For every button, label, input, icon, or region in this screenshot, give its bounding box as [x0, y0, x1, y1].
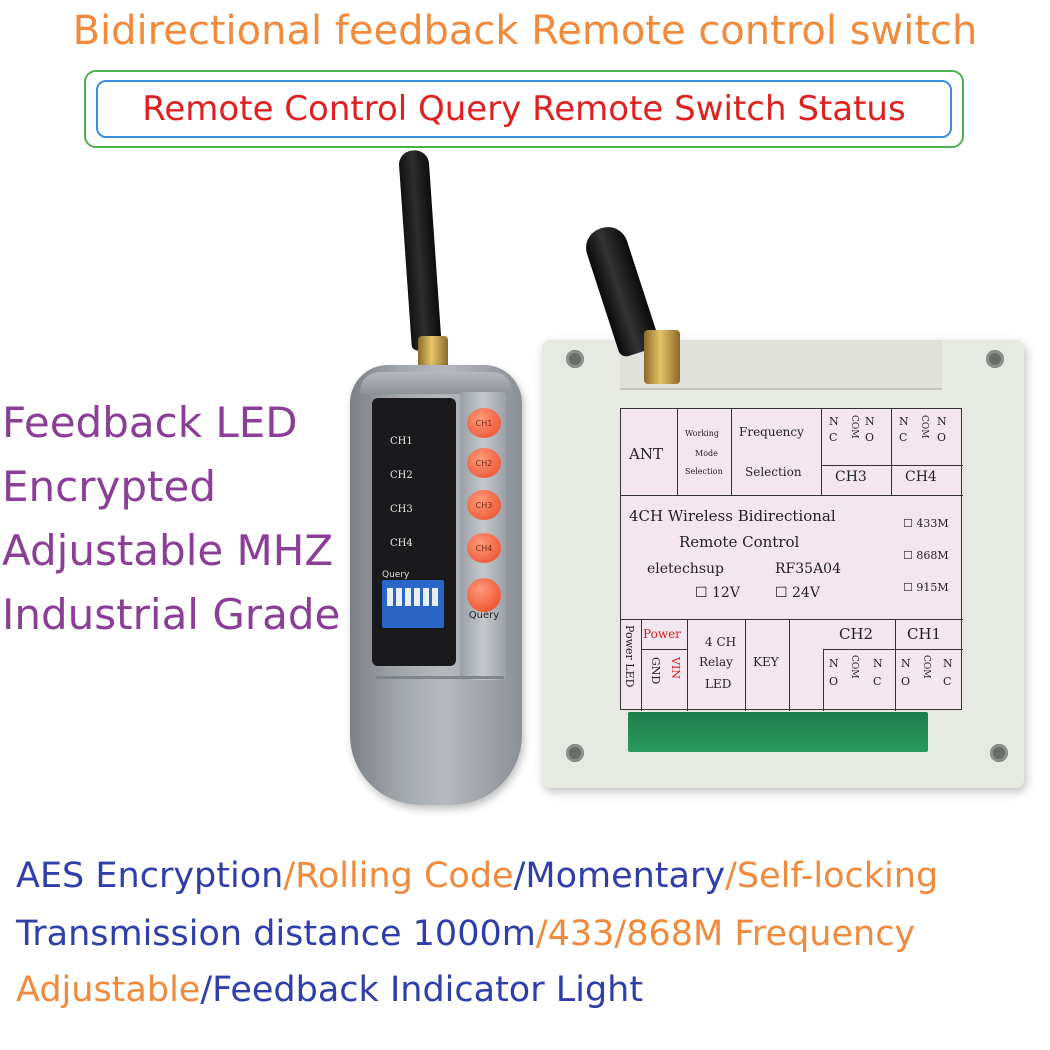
- term-n-1: N: [829, 415, 839, 428]
- bottom-line-3: Adjustable/Feedback Indicator Light: [16, 970, 643, 1010]
- term-c-3: C: [873, 675, 882, 688]
- text-rolling-code: /Rolling Code: [283, 856, 514, 896]
- label-frequency-selection: Selection: [745, 465, 802, 479]
- feature-encrypted: Encrypted: [2, 462, 216, 511]
- term-o-4: O: [901, 675, 911, 688]
- text-adjustable: Adjustable: [16, 970, 201, 1010]
- remote-body-seam: [376, 676, 504, 679]
- mount-hole-bottom-right: [990, 744, 1008, 762]
- text-frequency: /433/868M Frequency: [535, 914, 916, 954]
- receiver-label-sticker: ANT Working Mode Selection Frequency Sel…: [620, 408, 963, 711]
- term-o-2: O: [937, 431, 947, 444]
- dip-switch-1[interactable]: [387, 588, 393, 606]
- dip-switch-5[interactable]: [423, 588, 429, 606]
- label-vin: VIN: [669, 657, 682, 679]
- term-com-3: COM: [849, 655, 859, 679]
- label-power: Power: [643, 627, 681, 641]
- feature-adjustable-mhz: Adjustable MHZ: [2, 526, 334, 575]
- term-n-7: N: [901, 657, 911, 670]
- label-brand: eletechsup: [647, 561, 724, 577]
- label-relay: Relay: [699, 655, 733, 669]
- label-relay-4ch: 4 CH: [705, 635, 737, 649]
- mount-hole-bottom-left: [566, 744, 584, 762]
- remote-button-label-ch2: CH2: [475, 459, 493, 468]
- dip-switch-2[interactable]: [396, 588, 402, 606]
- label-433m: ☐ 433M: [903, 517, 949, 530]
- remote-button-ch1[interactable]: [467, 408, 501, 438]
- label-frequency: Frequency: [739, 425, 804, 439]
- dip-switch-caption: Query: [382, 570, 410, 580]
- label-ch2: CH2: [839, 625, 874, 643]
- label-desc-line2: Remote Control: [679, 533, 800, 551]
- label-working: Working: [685, 429, 719, 438]
- remote-led-label-ch4: CH4: [390, 538, 413, 549]
- term-n-8: N: [943, 657, 953, 670]
- bottom-line-1: AES Encryption/Rolling Code/Momentary/Se…: [16, 856, 938, 896]
- text-aes-encryption: AES Encryption: [16, 856, 284, 896]
- label-mode-selection: Selection: [685, 467, 723, 476]
- remote-button-label-ch4: CH4: [475, 544, 493, 553]
- label-power-led: Power LED: [623, 625, 636, 688]
- receiver-antenna-connector: [644, 330, 680, 384]
- remote-top-cap: [360, 372, 512, 394]
- term-n-6: N: [873, 657, 883, 670]
- receiver-terminal-block: [628, 712, 928, 752]
- feature-feedback-led: Feedback LED: [2, 398, 298, 447]
- label-mode: Mode: [695, 449, 718, 458]
- headline-subtitle: Remote Control Query Remote Switch Statu…: [96, 80, 952, 138]
- dip-switch-4[interactable]: [414, 588, 420, 606]
- term-c-4: C: [943, 675, 952, 688]
- label-ch4: CH4: [905, 469, 937, 485]
- feature-industrial-grade: Industrial Grade: [2, 590, 341, 639]
- term-n-4: N: [937, 415, 947, 428]
- term-o-3: O: [829, 675, 839, 688]
- remote-button-label-ch3: CH3: [475, 501, 493, 510]
- label-key: KEY: [753, 655, 779, 669]
- label-model: RF35A04: [775, 561, 841, 577]
- bottom-line-2: Transmission distance 1000m/433/868M Fre…: [16, 914, 915, 954]
- term-com-1: COM: [849, 415, 859, 439]
- remote-button-ch4[interactable]: [467, 533, 501, 563]
- remote-led-label-ch1: CH1: [390, 436, 413, 447]
- label-gnd: GND: [649, 657, 662, 685]
- remote-query-button[interactable]: [467, 578, 501, 612]
- label-12v: ☐ 12V: [695, 585, 740, 601]
- text-self-locking: /Self-locking: [725, 856, 939, 896]
- label-ch3: CH3: [835, 469, 867, 485]
- headline-title: Bidirectional feedback Remote control sw…: [72, 8, 978, 54]
- term-n-3: N: [899, 415, 909, 428]
- term-com-2: COM: [919, 415, 929, 439]
- label-868m: ☐ 868M: [903, 549, 949, 562]
- remote-led-label-ch3: CH3: [390, 504, 413, 515]
- label-ant: ANT: [629, 445, 663, 463]
- term-n-5: N: [829, 657, 839, 670]
- label-ch1: CH1: [907, 625, 942, 643]
- term-o-1: O: [865, 431, 875, 444]
- label-24v: ☐ 24V: [775, 585, 820, 601]
- term-com-4: COM: [921, 655, 931, 679]
- text-momentary: /Momentary: [513, 856, 726, 896]
- term-n-2: N: [865, 415, 875, 428]
- label-relay-led: LED: [705, 677, 732, 691]
- remote-button-label-ch1: CH1: [475, 419, 493, 428]
- subtitle-outer-frame: [84, 70, 964, 148]
- remote-antenna: [398, 149, 442, 352]
- text-transmission-distance: Transmission distance 1000m: [16, 914, 536, 954]
- label-915m: ☐ 915M: [903, 581, 949, 594]
- text-feedback-indicator-light: /Feedback Indicator Light: [200, 970, 644, 1010]
- remote-button-ch2[interactable]: [467, 448, 501, 478]
- remote-button-ch3[interactable]: [467, 490, 501, 520]
- label-desc-line1: 4CH Wireless Bidirectional: [629, 507, 836, 525]
- remote-led-label-ch2: CH2: [390, 470, 413, 481]
- dip-switch-6[interactable]: [432, 588, 438, 606]
- mount-hole-top-left: [566, 350, 584, 368]
- mount-hole-top-right: [986, 350, 1004, 368]
- remote-query-label: Query: [468, 610, 500, 621]
- term-c-2: C: [899, 431, 908, 444]
- dip-switch-3[interactable]: [405, 588, 411, 606]
- term-c-1: C: [829, 431, 838, 444]
